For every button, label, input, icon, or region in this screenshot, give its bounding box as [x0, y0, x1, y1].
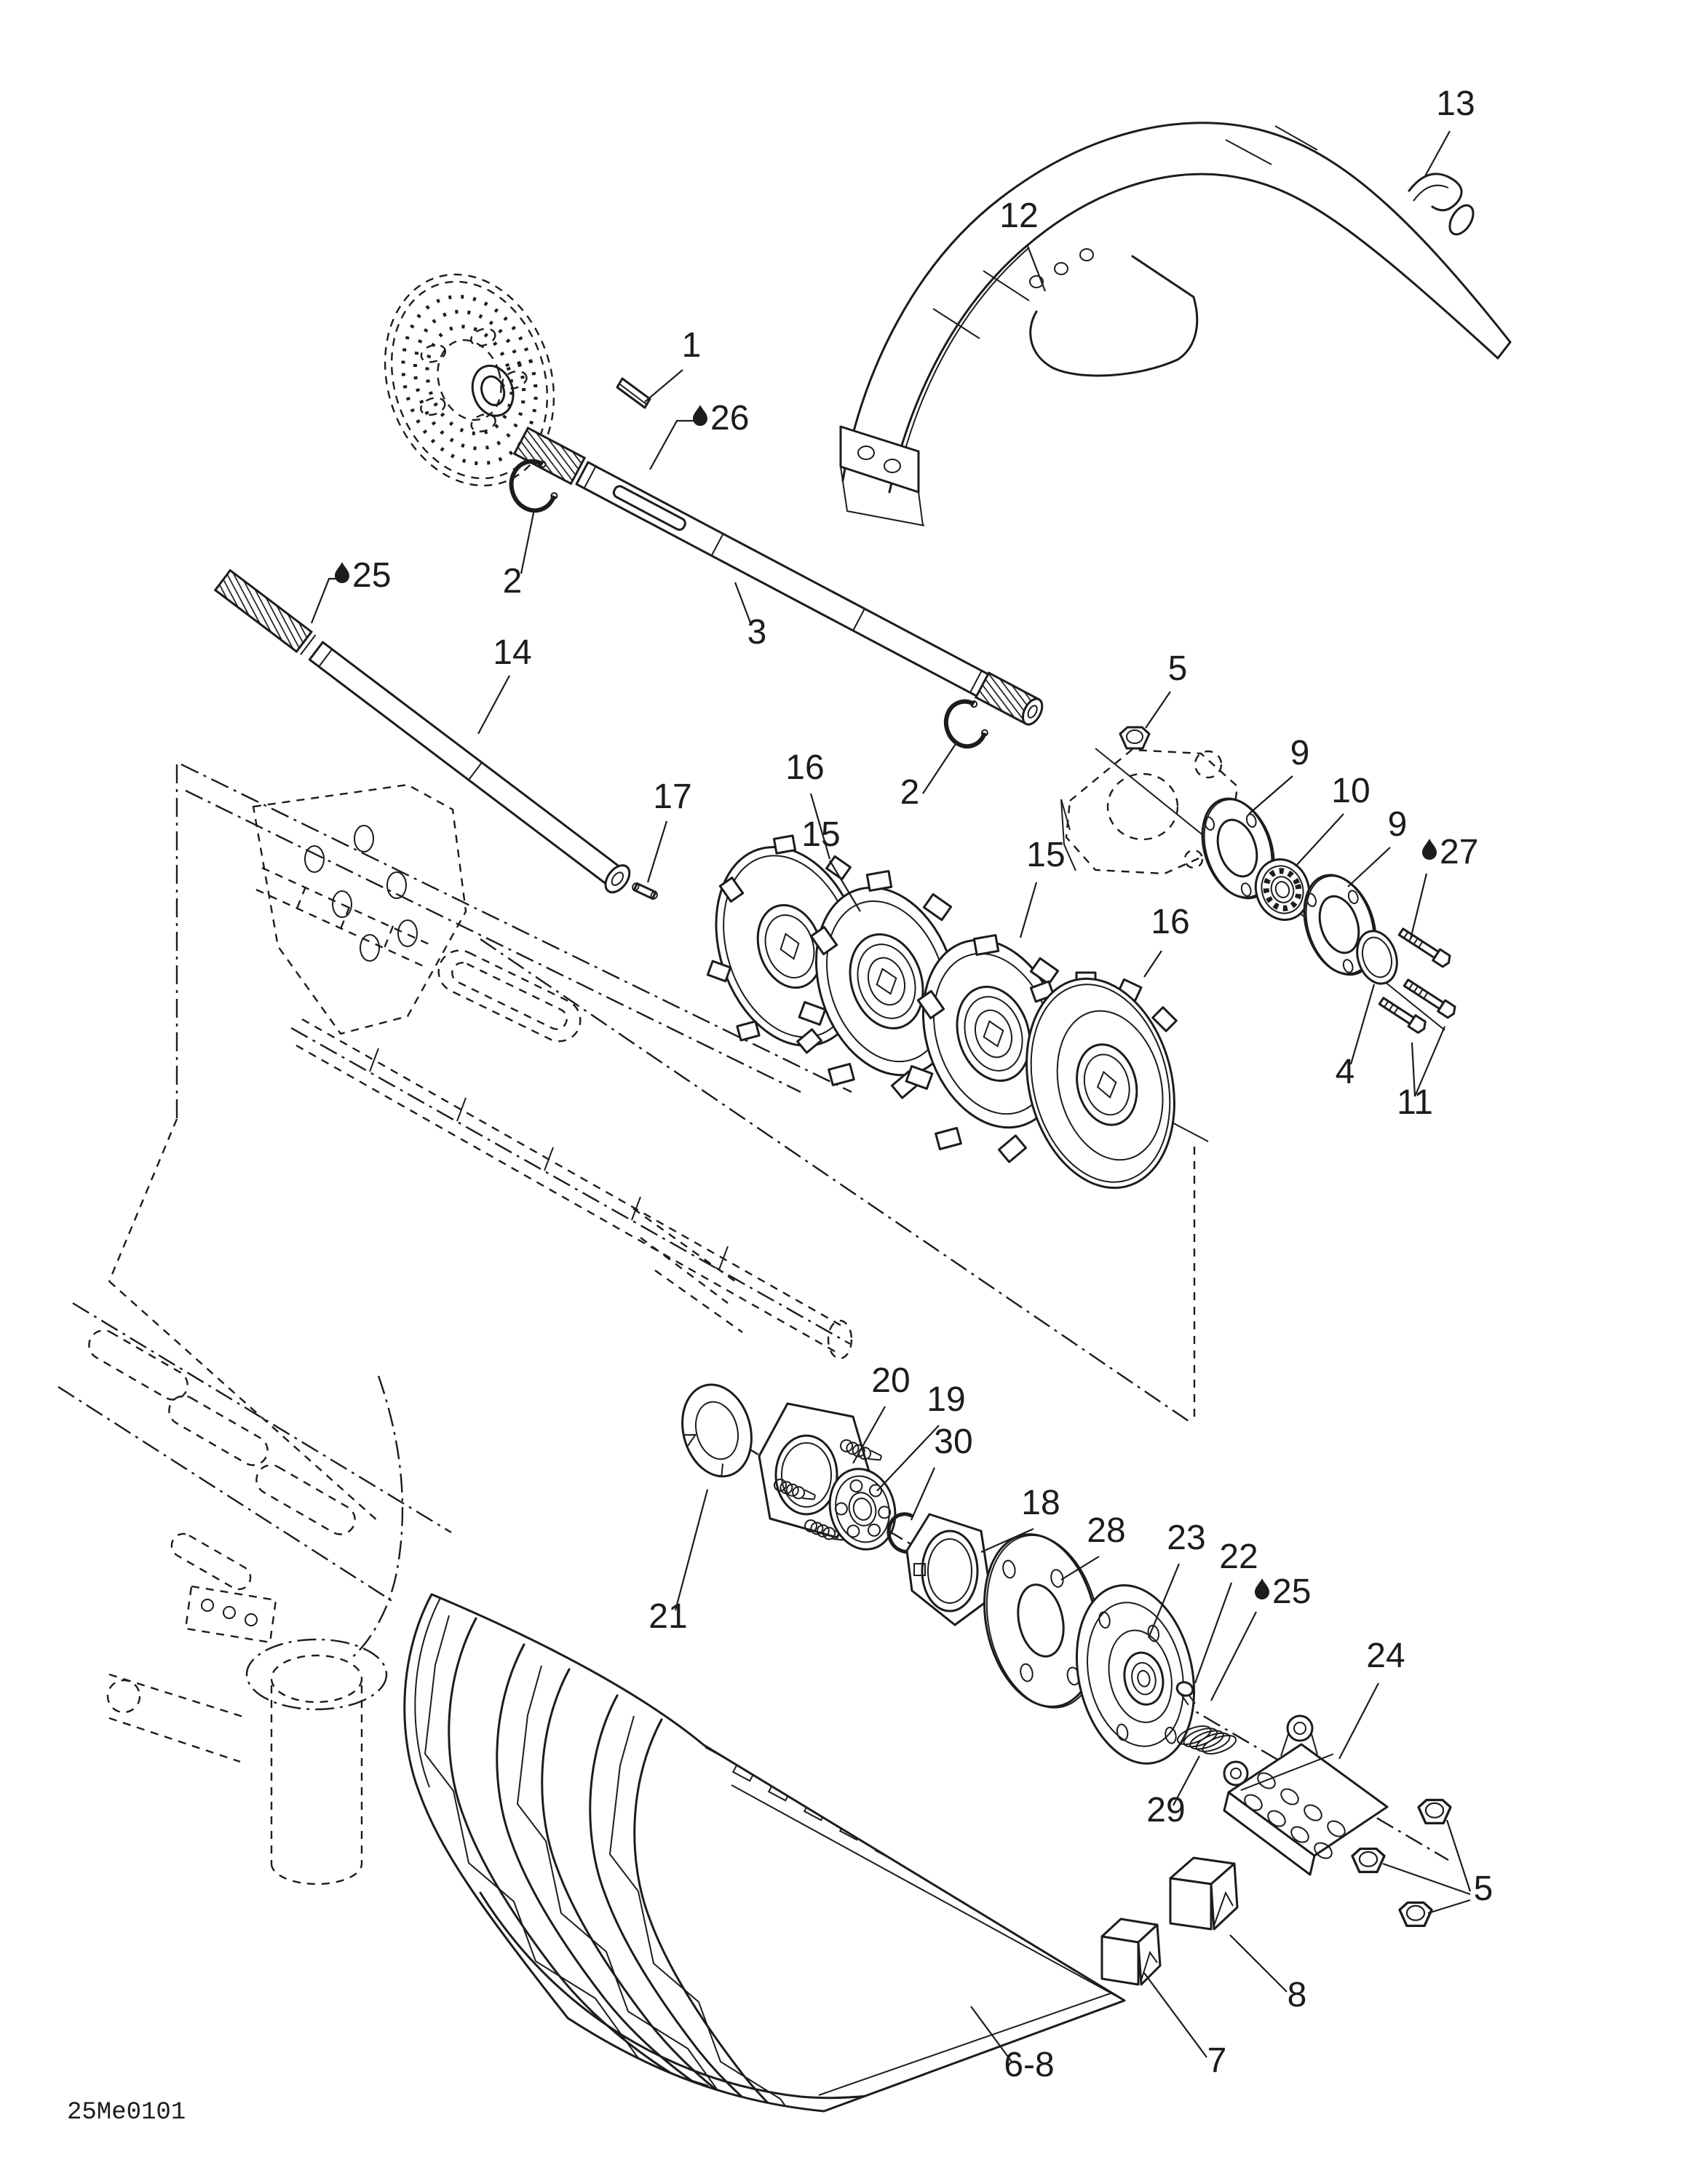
callout-17: 17 — [653, 778, 691, 816]
drawing-code: 25Me0101 — [67, 2099, 186, 2126]
callout-18: 18 — [1021, 1484, 1060, 1522]
callout-9a: 9 — [1290, 734, 1310, 772]
callout-15a: 15 — [801, 815, 840, 854]
oil-drop-icon — [1422, 839, 1437, 860]
track-guard — [839, 122, 1512, 526]
callout-12: 12 — [999, 197, 1038, 235]
callout-15b: 15 — [1026, 836, 1065, 874]
callout-2b: 2 — [900, 773, 920, 812]
callout-30: 30 — [934, 1423, 972, 1461]
callout-23: 23 — [1167, 1519, 1205, 1557]
callout-14: 14 — [493, 633, 531, 672]
slider-clip-8 — [1169, 1856, 1239, 1931]
callout-20: 20 — [871, 1361, 910, 1400]
callout-21: 21 — [648, 1597, 687, 1636]
hairpin-cotter-pin — [1408, 173, 1475, 236]
callout-16b: 16 — [1151, 903, 1189, 941]
callout-22: 22 — [1219, 1538, 1258, 1576]
callout-25b-group: 25 — [1255, 1572, 1311, 1611]
oil-drop-icon — [1255, 1578, 1269, 1599]
callout-5a: 5 — [1168, 649, 1188, 688]
callout-9b: 9 — [1388, 805, 1408, 844]
adjuster-spring — [1176, 1725, 1237, 1754]
callout-27-group: 27 — [1422, 833, 1478, 871]
flange-bolts — [1378, 927, 1456, 1034]
callout-29: 29 — [1146, 1791, 1185, 1829]
callout-16a: 16 — [785, 748, 824, 787]
drive-wheel-right — [1026, 971, 1178, 1190]
callout-26-group: 26 — [693, 399, 749, 438]
axle-nut-upper — [1119, 726, 1151, 750]
oil-drop-icon — [693, 405, 707, 426]
callout-25b: 25 — [1272, 1572, 1311, 1611]
bearing-flange-outer — [1201, 797, 1275, 900]
callout-7: 7 — [1207, 2041, 1227, 2080]
hub-disc — [1075, 1584, 1196, 1765]
brake-disc — [384, 273, 555, 487]
seal-washer — [1356, 930, 1398, 985]
callout-24: 24 — [1366, 1637, 1405, 1675]
callout-10: 10 — [1331, 772, 1370, 810]
axle-shaft — [213, 569, 631, 894]
callout-8: 8 — [1288, 1976, 1307, 2014]
ball-bearing-upper — [1254, 858, 1311, 921]
callout-11: 11 — [1397, 1083, 1433, 1122]
callout-25a-group: 25 — [335, 556, 391, 595]
oil-drop-icon — [335, 562, 349, 583]
square-key — [616, 377, 651, 409]
frame-tunnel-phantom — [57, 763, 1196, 1886]
sprocket-a — [798, 870, 976, 1099]
drive-shaft — [512, 426, 1044, 726]
callout-19: 19 — [927, 1380, 965, 1419]
callout-6-8: 6-8 — [1004, 2046, 1054, 2084]
bearing-flange-square — [905, 1513, 993, 1626]
callout-4: 4 — [1336, 1053, 1355, 1091]
callout-labels: 1 2 2 3 4 5 5 6-8 7 8 9 9 10 11 12 13 14… — [335, 84, 1493, 2084]
callout-5b: 5 — [1474, 1870, 1493, 1908]
callout-2a: 2 — [503, 562, 523, 601]
lock-ring — [681, 1383, 753, 1478]
set-screw — [1175, 1681, 1196, 1706]
callout-26: 26 — [710, 399, 749, 438]
drive-pin — [632, 882, 658, 900]
tensioner-bracket — [1223, 1714, 1389, 1876]
circlip-mid — [943, 699, 988, 749]
circlip-upper — [509, 459, 558, 513]
callout-1: 1 — [682, 326, 702, 365]
chaincase-phantom-bracket — [1060, 748, 1239, 875]
callout-27: 27 — [1440, 833, 1478, 871]
callout-13: 13 — [1436, 84, 1475, 123]
callout-3: 3 — [747, 613, 767, 652]
slider-clip-7 — [1100, 1918, 1162, 1986]
leader-lines — [310, 130, 1472, 2062]
callout-28: 28 — [1087, 1511, 1125, 1550]
callout-25a: 25 — [352, 556, 391, 595]
